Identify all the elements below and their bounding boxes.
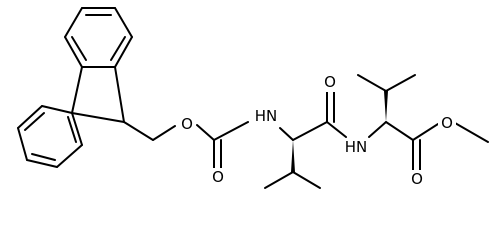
- stereo-hash-bond: [384, 91, 388, 122]
- ester-methoxy-oxygen: O: [441, 114, 453, 132]
- chemical-structure-diagram: O O HN O HN O O: [17, 7, 489, 189]
- valine-methyl-ester: [357, 74, 489, 172]
- carbamate-carbonyl-oxygen: O: [212, 168, 224, 186]
- amide-carbonyl-oxygen: O: [324, 73, 336, 91]
- atom-labels: O O HN O HN O O: [178, 73, 456, 188]
- carbamate-linker: [123, 121, 249, 170]
- carbamate-ether-oxygen: O: [181, 115, 193, 133]
- carbamate-nitrogen: HN: [255, 107, 278, 125]
- fluorenyl-group: [17, 7, 133, 168]
- ester-carbonyl-oxygen: O: [411, 170, 423, 188]
- valine-residue-1: [264, 90, 347, 189]
- stereo-hash-bond: [291, 140, 295, 172]
- amide-nitrogen: HN: [345, 138, 368, 156]
